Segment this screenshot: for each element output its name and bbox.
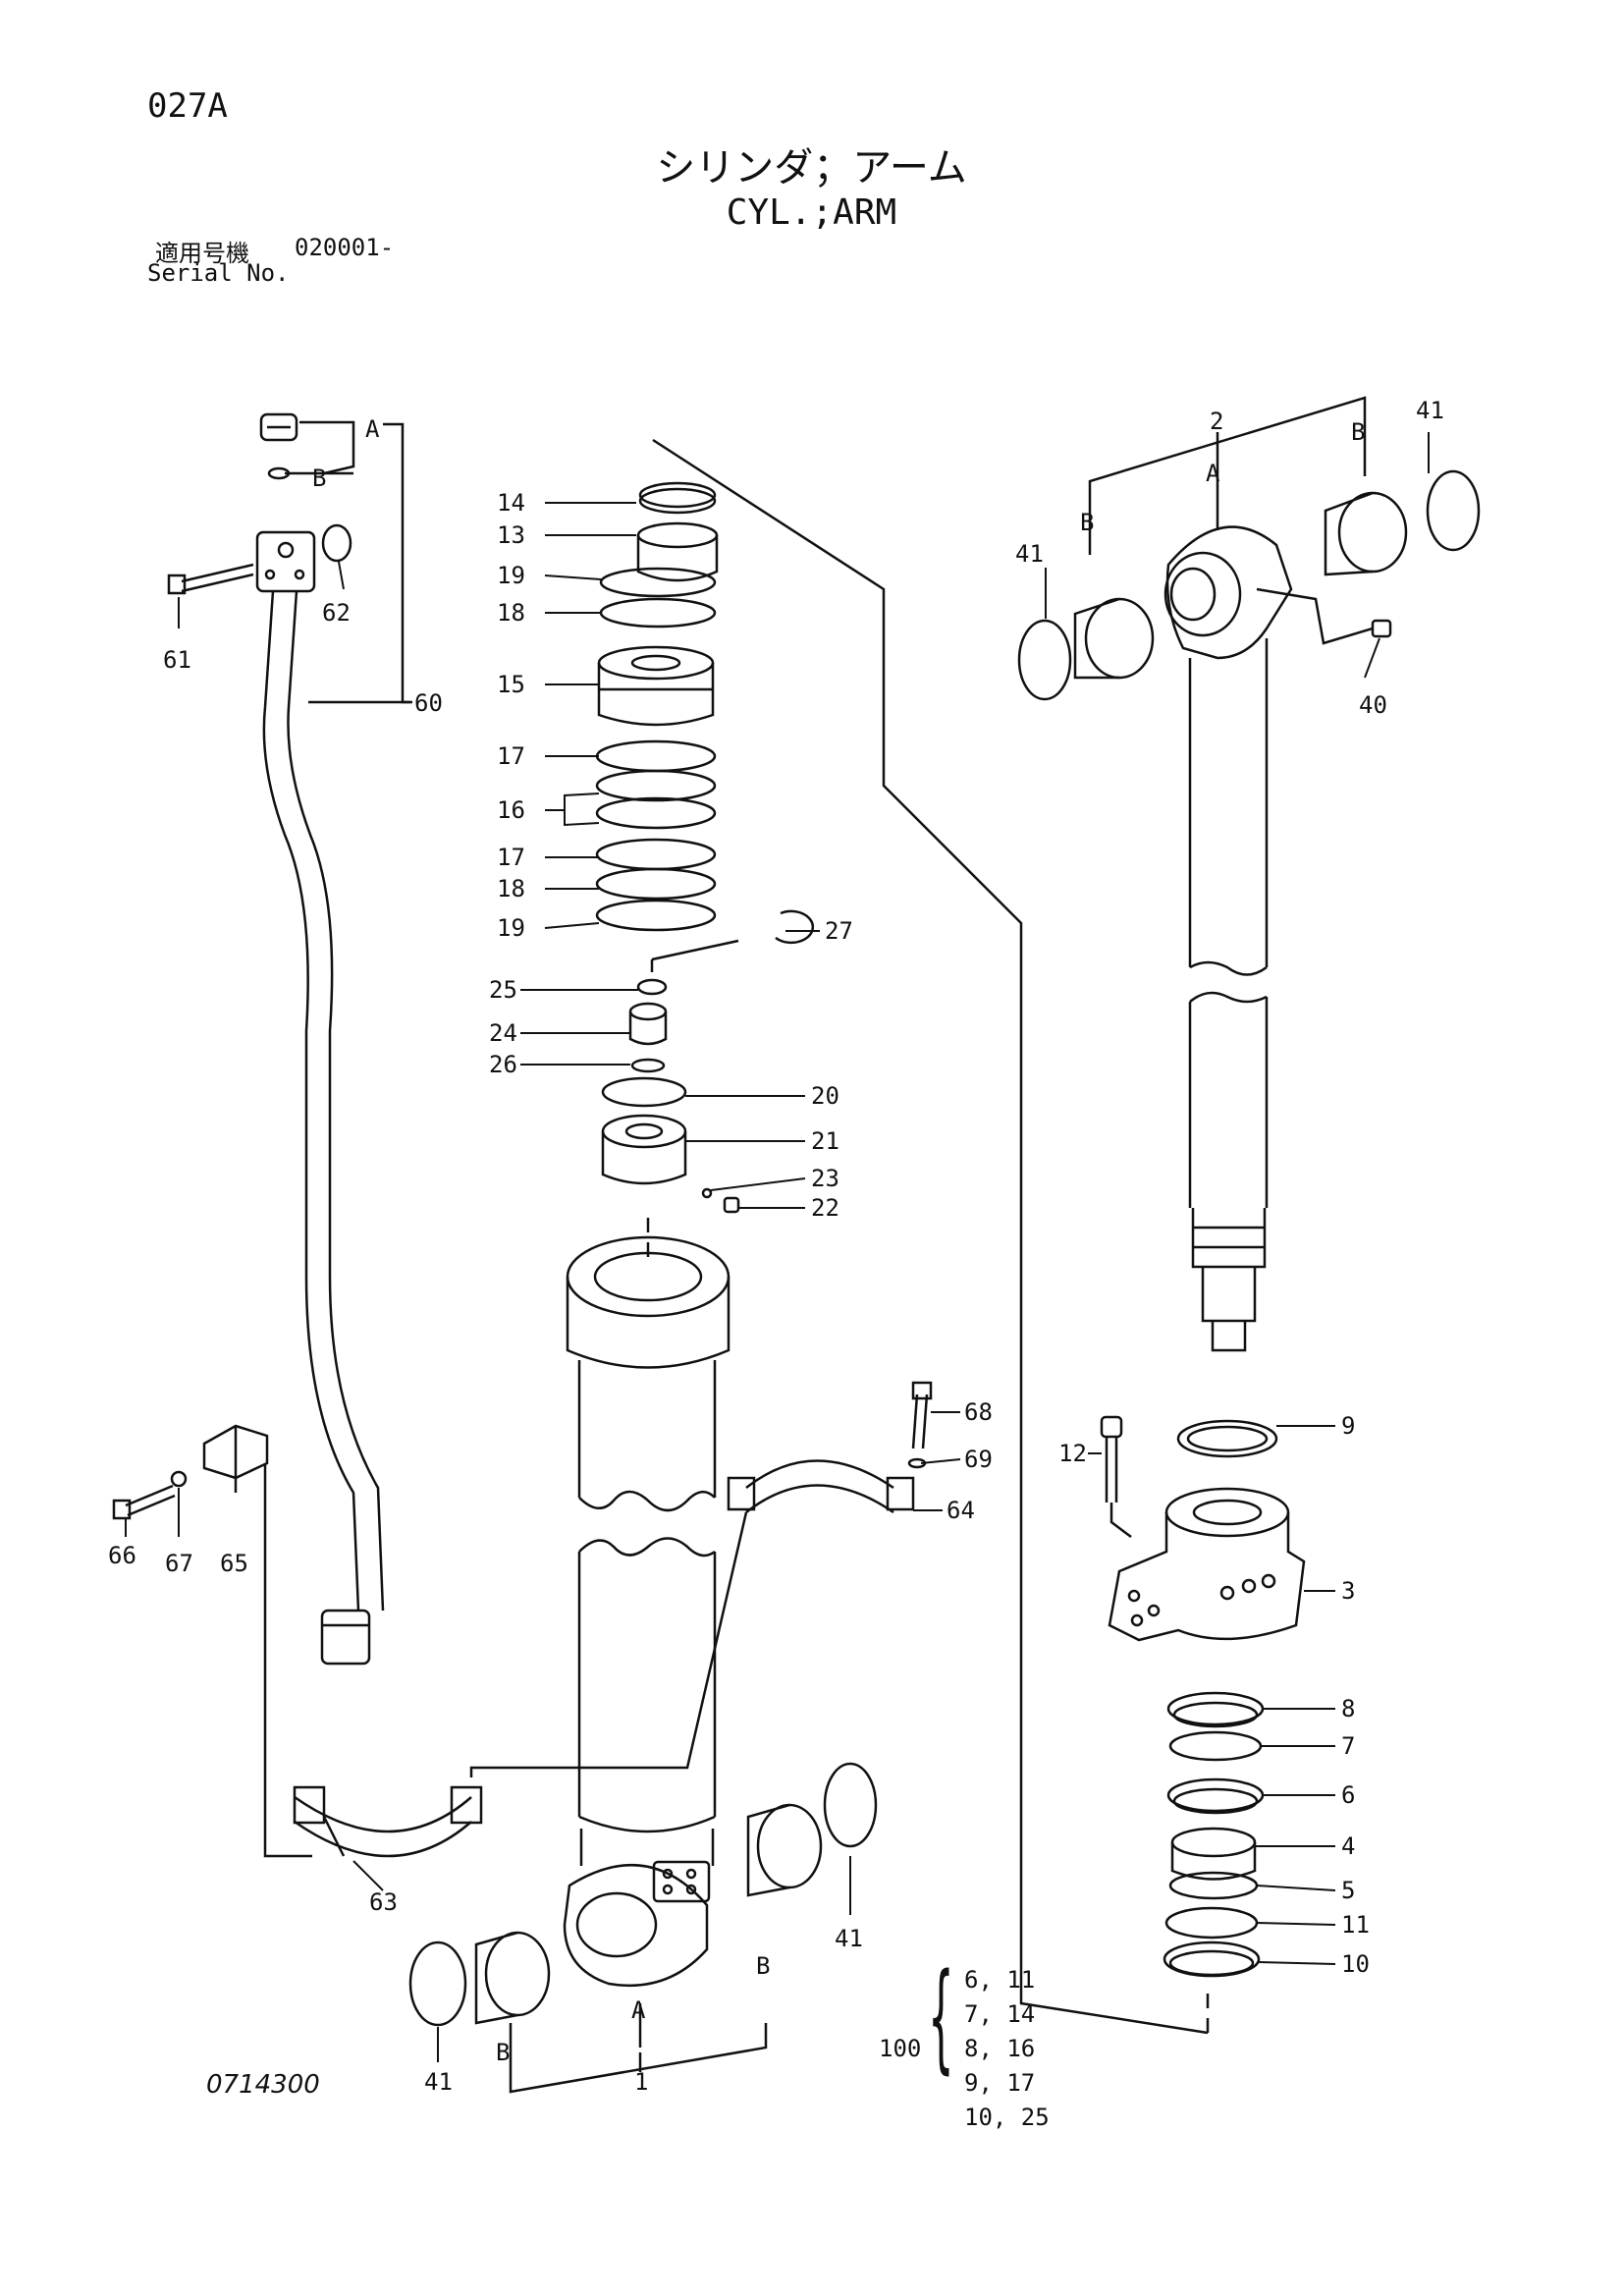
group-label-a: A <box>631 1996 646 2024</box>
group-label-a: A <box>365 415 380 443</box>
group-label-b: B <box>756 1952 770 1980</box>
callout: 20 <box>811 1082 839 1110</box>
title-japanese: シリンダ；アーム <box>656 145 967 191</box>
callout: 66 <box>108 1542 136 1569</box>
callout: 41 <box>835 1925 863 1952</box>
serial-label-english: Serial No. <box>147 259 290 287</box>
callout: 15 <box>497 671 525 698</box>
callout: 4 <box>1341 1832 1355 1860</box>
seal-kit-number: 100 <box>879 2035 922 2062</box>
group-label-a: A <box>1206 460 1220 487</box>
seal-kit-brace: { <box>928 1949 954 2086</box>
group-label-b: B <box>496 2039 510 2066</box>
group-label-b: B <box>1351 418 1365 446</box>
callout: 18 <box>497 599 525 627</box>
callout: 2 <box>1210 408 1223 435</box>
clamp-64 <box>727 1381 933 1514</box>
callout: 63 <box>369 1888 398 1916</box>
callout: 60 <box>414 689 443 717</box>
callout: 41 <box>1416 397 1444 424</box>
pipe-assembly <box>167 412 412 1666</box>
callout: 19 <box>497 562 525 589</box>
callout: 8 <box>1341 1695 1355 1722</box>
seal-kit-row: 9, 17 <box>964 2069 1036 2097</box>
callout: 19 <box>497 914 525 942</box>
callout: 24 <box>489 1019 517 1047</box>
callout: 17 <box>497 844 525 871</box>
callout: 68 <box>964 1398 993 1426</box>
cylinder-tube <box>408 1235 878 2094</box>
callout: 65 <box>220 1550 248 1577</box>
callout: 18 <box>497 875 525 902</box>
callout: 12 <box>1058 1440 1087 1467</box>
callout: 69 <box>964 1446 993 1473</box>
callout: 17 <box>497 742 525 770</box>
callout: 41 <box>1015 540 1044 568</box>
callout: 61 <box>163 646 191 674</box>
piston-rod <box>1017 396 1481 1352</box>
callout: 25 <box>489 976 517 1004</box>
group-label-b: B <box>1080 509 1094 536</box>
callout: 13 <box>497 521 525 549</box>
serial-label-japanese: 適用号機 <box>155 240 249 267</box>
callout: 23 <box>811 1165 839 1192</box>
callout: 27 <box>825 917 853 945</box>
callout: 14 <box>497 489 525 517</box>
callout: 62 <box>322 599 351 627</box>
cylinder-head <box>1100 1415 1306 2033</box>
callout: 40 <box>1359 691 1387 719</box>
callout: 22 <box>811 1194 839 1222</box>
callout: 26 <box>489 1051 517 1078</box>
callout: 6 <box>1341 1781 1355 1809</box>
seal-kit-row: 8, 16 <box>964 2035 1036 2062</box>
drawing-number: 0714300 <box>206 2070 320 2100</box>
callout: 41 <box>424 2068 453 2096</box>
callout: 7 <box>1341 1732 1355 1760</box>
callout: 67 <box>165 1550 193 1577</box>
callout: 10 <box>1341 1950 1370 1978</box>
callout: 9 <box>1341 1412 1355 1440</box>
clamp-65 <box>112 1424 312 1858</box>
callout: 3 <box>1341 1577 1355 1605</box>
group-label-b: B <box>312 465 326 492</box>
title-english: CYL.;ARM <box>726 192 897 233</box>
callout: 11 <box>1341 1911 1370 1939</box>
callout: 16 <box>497 796 525 824</box>
callout: 5 <box>1341 1877 1355 1904</box>
serial-range: 020001- <box>295 234 395 261</box>
callout: 64 <box>947 1497 975 1524</box>
callout: 1 <box>634 2068 648 2096</box>
assembly-line <box>652 438 1209 2035</box>
seal-kit-row: 10, 25 <box>964 2104 1050 2131</box>
callout: 21 <box>811 1127 839 1155</box>
page-code: 027A <box>147 86 228 126</box>
clamp-63 <box>293 1511 748 1858</box>
piston-stack <box>595 481 815 1257</box>
